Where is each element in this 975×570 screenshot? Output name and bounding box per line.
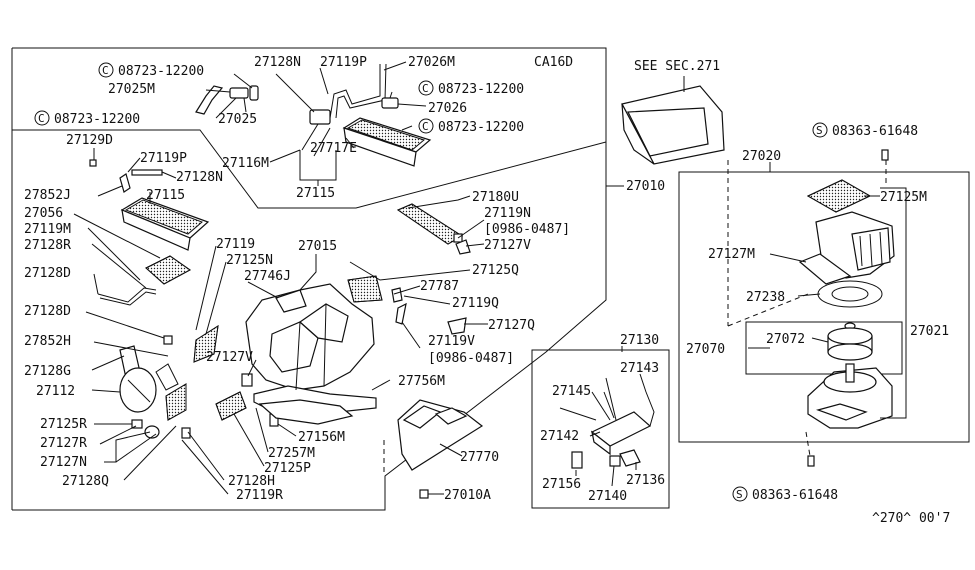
callout-c51: 27128H (228, 474, 275, 489)
callout-c1-prefix: C (102, 64, 109, 77)
callout-c31: 27127V (484, 238, 531, 253)
callout-c25: 27746J (244, 269, 291, 284)
callout-c55: 08363-61648 (832, 124, 918, 139)
callout-c38: 27128D (24, 304, 71, 319)
callout-c20: 27119M (24, 222, 71, 237)
left-parts (89, 159, 279, 439)
callout-c9: 27026 (428, 101, 467, 116)
callout-c47: 27756M (398, 374, 445, 389)
callout-c68: 27156 (542, 477, 581, 492)
callout-c66: 27143 (620, 361, 659, 376)
label-footer-code: ^270^ 00'7 (872, 511, 950, 526)
callout-c40: 27128G (24, 364, 71, 379)
callout-c37: [0986-0487] (428, 351, 514, 366)
callout-c62: 27072 (766, 332, 805, 347)
callout-c1: 08723-12200 (118, 64, 204, 79)
callout-c3: 08723-12200 (54, 112, 140, 127)
callout-c65: 27145 (552, 384, 591, 399)
callout-c6: 27119P (320, 55, 367, 70)
callout-c8: 08723-12200 (438, 82, 524, 97)
callout-c28: 27180U (472, 190, 519, 205)
top-parts (195, 63, 432, 167)
callout-c60: 27021 (910, 324, 949, 339)
callout-c64: 27130 (620, 333, 659, 348)
callout-c13: 27115 (296, 186, 335, 201)
callout-c3-prefix: C (38, 112, 45, 125)
callout-c21: 27128R (24, 238, 71, 253)
callout-c7: 27026M (408, 55, 455, 70)
leader-lines (73, 61, 907, 495)
label-ca16d: CA16D (534, 55, 573, 70)
callout-c10: 08723-12200 (438, 120, 524, 135)
callout-c44: 27127R (40, 436, 87, 451)
blower-parts (419, 85, 895, 499)
callout-c49: 27257M (268, 446, 315, 461)
callout-c70: 27140 (588, 489, 627, 504)
callout-c12: 27116M (222, 156, 269, 171)
callout-c57: 27125M (880, 190, 927, 205)
callout-c15: 27119P (140, 151, 187, 166)
callout-c34: 27119Q (452, 296, 499, 311)
callout-c48: 27156M (298, 430, 345, 445)
callout-c33: 27787 (420, 279, 459, 294)
callout-c56: 27020 (742, 149, 781, 164)
callout-c41: 27127V (206, 350, 253, 365)
callout-c23: 27119 (216, 237, 255, 252)
heater-case (245, 283, 377, 425)
callout-c53: 27770 (460, 450, 499, 465)
callout-c54: 27010A (444, 488, 491, 503)
callout-c36: 27119V (428, 334, 475, 349)
callout-c59: 27238 (746, 290, 785, 305)
callout-c58: 27127M (708, 247, 755, 262)
callout-c11: 27717E (310, 141, 357, 156)
callout-c22: 27128D (24, 266, 71, 281)
callout-c27: 27010 (626, 179, 665, 194)
callout-c61: 27070 (686, 342, 725, 357)
callout-c24: 27125N (226, 253, 273, 268)
callout-c69: 27136 (626, 473, 665, 488)
callout-c67: 27142 (540, 429, 579, 444)
callout-c45: 27127N (40, 455, 87, 470)
callout-c5: 27128N (254, 55, 301, 70)
callout-c2: 27025M (108, 82, 155, 97)
callout-c42: 27112 (36, 384, 75, 399)
callout-c39: 27852H (24, 334, 71, 349)
callout-c16: 27128N (176, 170, 223, 185)
callout-c19: 27056 (24, 206, 63, 221)
heater-core-top (342, 117, 432, 167)
label-see-sec: SEE SEC.271 (634, 59, 720, 74)
callout-c63-prefix: S (736, 488, 743, 501)
right-small-parts (347, 203, 484, 471)
frame-label-texts: CA16D SEE SEC.271 ^270^ 00'7 (534, 55, 950, 526)
callout-c32: 27125Q (472, 263, 519, 278)
callout-c26: 27015 (298, 239, 337, 254)
callout-c18: 27115 (146, 188, 185, 203)
callout-c17: 27852J (24, 188, 71, 203)
callout-c55-prefix: S (816, 124, 823, 137)
control-unit (559, 377, 655, 469)
callout-c52: 27119R (236, 488, 283, 503)
callout-c14: 27129D (66, 133, 113, 148)
callout-c63: 08363-61648 (752, 488, 838, 503)
callout-c35: 27127Q (488, 318, 535, 333)
callout-c50: 27125P (264, 461, 311, 476)
callout-c29: 27119N (484, 206, 531, 221)
callout-labels: C 08723-12200 27025M C 08723-12200 27025… (24, 55, 949, 504)
callout-c30: [0986-0487] (484, 222, 570, 237)
callout-c43: 27125R (40, 417, 87, 432)
callout-c10-prefix: C (422, 120, 429, 133)
callout-c8-prefix: C (422, 82, 429, 95)
callout-c46: 27128Q (62, 474, 109, 489)
callout-c4: 27025 (218, 112, 257, 127)
